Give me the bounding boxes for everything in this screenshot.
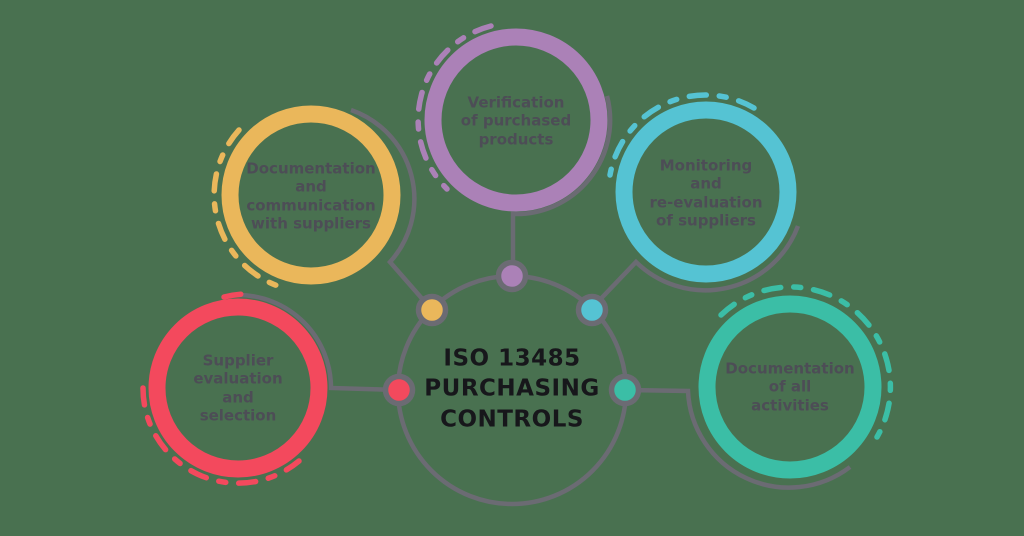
connector-supplier-evaluation [237,292,400,393]
label-line: selection [199,406,277,425]
label-line: with suppliers [251,214,371,233]
ring-supplier-evaluation [148,298,328,478]
dashed-arc-documentation-communication [211,127,281,289]
dashed-arc-supplier-evaluation [140,385,302,486]
label-line: Monitoring [659,156,753,175]
node-documentation-communication [415,293,449,327]
hub-title-line: PURCHASING [424,375,600,402]
node-verification [495,259,529,293]
label-line: Supplier [202,351,274,370]
connector-verification [510,95,613,276]
connector-documentation-communication [350,107,434,312]
label-line: communication [246,196,376,214]
label-line: of purchased [460,111,572,130]
label-line: Verification [467,93,565,112]
connector-documentation-activities [624,387,852,490]
dashed-tick-supplier-evaluation [221,291,253,300]
label-line: products [478,130,554,149]
ring-monitoring [615,101,797,283]
label-line: activities [751,396,829,415]
dashed-arc-monitoring [607,92,757,178]
node-supplier-evaluation [382,373,416,407]
label-line: and [222,388,254,406]
ring-documentation-activities [698,295,882,479]
hub-title: ISO 13485 PURCHASING CONTROLS [387,343,637,434]
label-line: Documentation [725,359,855,378]
label-line: of all [768,377,812,396]
hub-title-line: CONTROLS [440,406,584,433]
label-documentation-communication: Documentation and communication with sup… [231,159,391,232]
connector-monitoring [590,225,801,310]
label-line: and [690,174,722,193]
label-line: of suppliers [656,211,756,230]
ring-documentation-communication [221,105,401,285]
hub-title-line: ISO 13485 [443,345,581,372]
label-line: and [295,177,327,196]
dashed-arc-verification [415,23,494,192]
label-supplier-evaluation: Supplier evaluation and selection [158,351,318,424]
label-monitoring: Monitoring and re-evaluation of supplier… [626,156,786,229]
label-line: re-evaluation [649,193,763,211]
node-monitoring [575,293,609,327]
node-documentation-activities [608,373,642,407]
ring-verification [424,28,608,212]
label-line: evaluation [193,369,283,388]
label-verification: Verification of purchased products [436,94,596,149]
label-line: Documentation [246,159,376,178]
label-documentation-activities: Documentation of all activities [710,360,870,415]
